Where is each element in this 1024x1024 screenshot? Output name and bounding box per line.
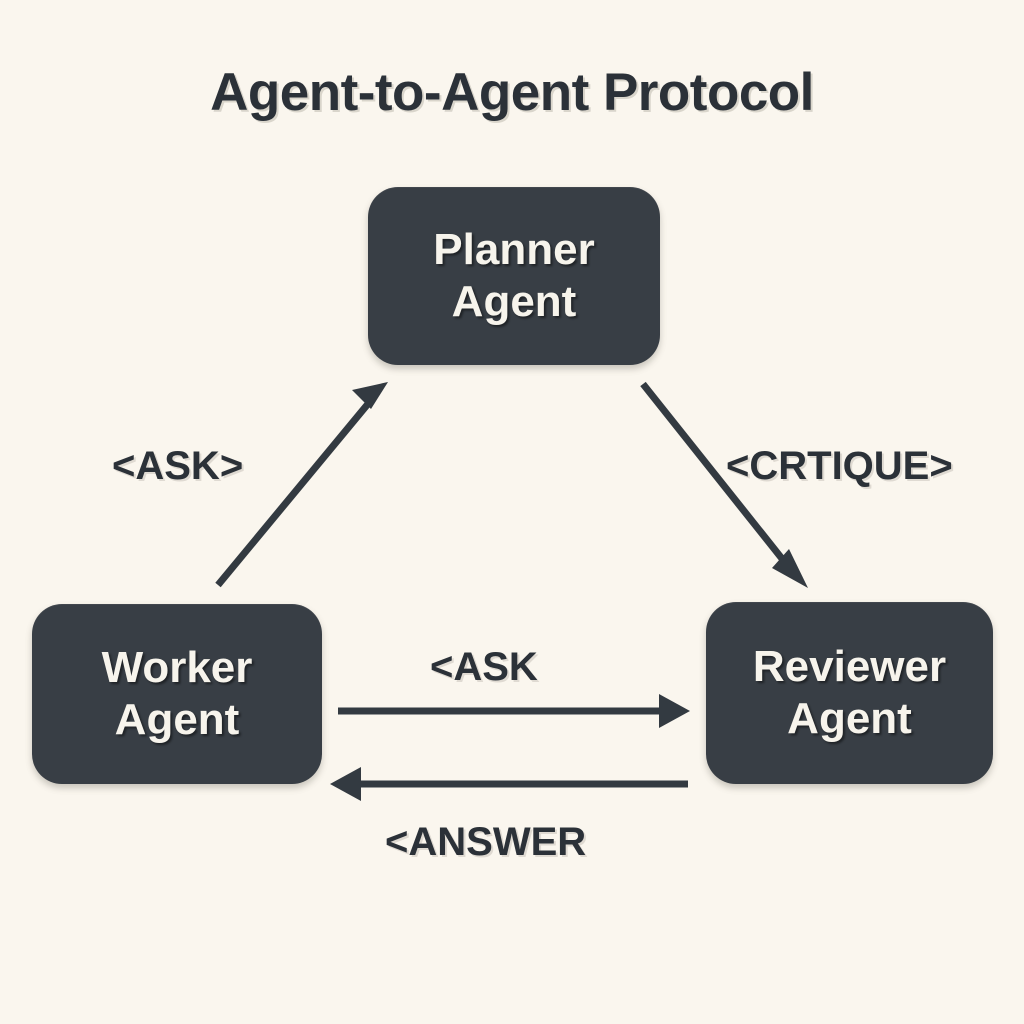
node-worker-label-line1: Worker <box>101 643 253 693</box>
arrow-reviewer-to-worker <box>330 767 688 801</box>
edge-label-worker-to-planner: <ASK> <box>112 444 244 488</box>
node-reviewer-label-line1: Reviewer <box>752 642 947 692</box>
edge-label-reviewer-to-worker: <ANSWER <box>385 820 587 864</box>
node-planner-label-line2: Agent <box>451 277 577 326</box>
node-reviewer-agent[interactable]: Reviewer Agent <box>706 602 993 784</box>
page-title: Agent-to-Agent Protocol <box>210 63 814 122</box>
arrow-worker-to-reviewer <box>338 694 690 728</box>
edge-label-worker-to-reviewer: <ASK <box>430 645 538 689</box>
arrow-worker-to-planner <box>215 382 388 588</box>
edge-label-planner-to-reviewer: <CRTIQUE> <box>726 444 953 488</box>
node-worker-agent[interactable]: Worker Agent <box>32 604 322 784</box>
node-planner-label-line1: Planner <box>433 225 595 275</box>
node-worker-label-line2: Agent <box>114 695 240 744</box>
node-planner-agent[interactable]: Planner Agent <box>368 187 660 365</box>
node-reviewer-label-line2: Agent <box>787 694 912 743</box>
